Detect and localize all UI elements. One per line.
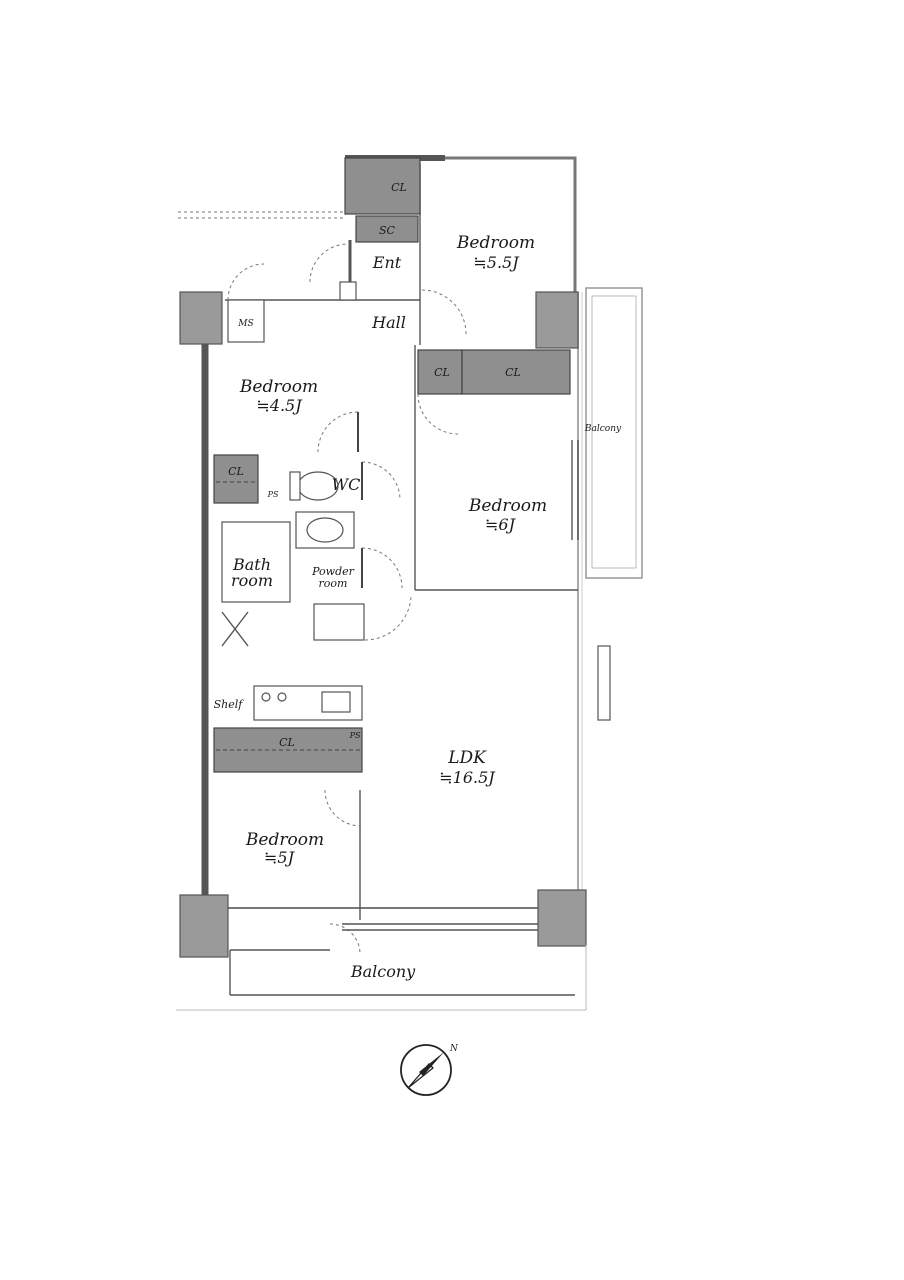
pillars: [179, 291, 587, 958]
door-entrance: [309, 243, 349, 283]
closet-label-bath-side: CL: [228, 465, 244, 478]
closet-labels: CL CL CL CL CL PS PS: [228, 181, 521, 749]
room-labels: Bedroom ≒5.5J Bedroom ≒4.5J Bedroom ≒6J …: [214, 224, 622, 981]
room-name-ldk: LDK: [447, 748, 487, 768]
room-name-bedroom-nw: Bedroom: [239, 377, 318, 397]
door-ldk: [364, 595, 412, 641]
outer-walls: [201, 155, 583, 920]
bathtub: [221, 521, 291, 603]
room-powder-line2: room: [319, 577, 348, 590]
room-name-bedroom-sw: Bedroom: [245, 830, 324, 850]
room-name-bedroom-ne: Bedroom: [456, 233, 535, 253]
door-wc: [361, 461, 401, 501]
stove-burner: [261, 692, 271, 702]
door-bedroom-e: [417, 393, 459, 435]
closets: [213, 157, 571, 773]
ms-cabinet: [227, 299, 265, 343]
room-size-ldk: ≒16.5J: [439, 768, 496, 787]
closet-hall-left: [417, 349, 463, 395]
label-sc: SC: [379, 224, 396, 237]
room-size-bedroom-e: ≒6J: [485, 515, 517, 534]
pillar-nw: [179, 291, 223, 345]
doors: [227, 243, 467, 955]
entrance-post: [339, 281, 357, 301]
door-bedroom-sw: [324, 789, 362, 827]
kitchen-sink: [321, 691, 351, 713]
compass-icon: N: [400, 1044, 459, 1096]
window-ldk: [597, 645, 611, 721]
room-powder-line1: Powder: [311, 565, 355, 578]
fixtures: [221, 240, 611, 721]
room-balcony-east: Balcony: [584, 424, 622, 434]
closet-bath-side: [213, 454, 259, 504]
closet-top: [344, 157, 421, 215]
stove-burner: [277, 692, 287, 702]
room-size-bedroom-ne: ≒5.5J: [473, 253, 520, 272]
pillar-ne: [535, 291, 579, 349]
corridor-lines: [178, 211, 345, 219]
closet-label-kitchen: CL: [279, 736, 295, 749]
room-entrance: Ent: [372, 253, 402, 272]
room-name-bedroom-e: Bedroom: [468, 496, 547, 516]
ps-label-kitchen: PS: [349, 731, 361, 740]
door-powder: [361, 547, 403, 589]
closet-label-hall-left: CL: [434, 366, 450, 379]
ps-label-wc: PS: [267, 490, 279, 499]
closet-sc: [355, 215, 419, 243]
room-wc: WC: [332, 475, 361, 494]
balcony-south-outline: [176, 923, 587, 1011]
room-bath-line1: Bath: [232, 555, 271, 574]
room-hall: Hall: [371, 313, 406, 332]
door-balcony: [329, 923, 361, 955]
room-size-bedroom-sw: ≒5J: [264, 848, 296, 867]
pillar-sw: [179, 894, 229, 958]
room-size-bedroom-nw: ≒4.5J: [256, 396, 303, 415]
room-bath-line2: room: [231, 571, 273, 590]
compass-north-label: N: [449, 1044, 459, 1054]
door-bedroom-nw: [317, 411, 359, 453]
door-ms: [227, 263, 265, 301]
closet-hall-right: [461, 349, 571, 395]
room-balcony-south: Balcony: [350, 962, 416, 981]
closet-label-hall-right: CL: [505, 366, 521, 379]
washer-space: [313, 603, 365, 641]
room-shelf: Shelf: [214, 698, 245, 711]
door-bedroom-ne: [421, 289, 467, 335]
closet-label-top: CL: [391, 181, 407, 194]
pillar-se: [537, 889, 587, 947]
balcony-east-outline: [585, 287, 643, 579]
label-ms: MS: [237, 319, 253, 329]
